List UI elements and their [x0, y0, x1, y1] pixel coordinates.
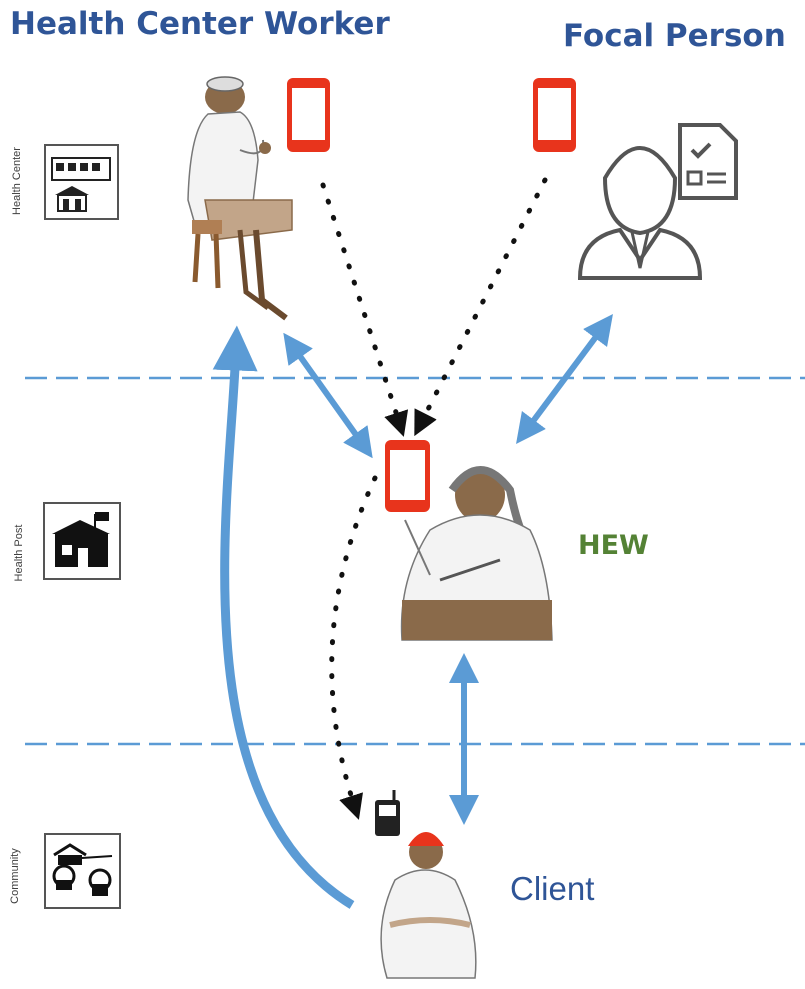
health-center-building-icon [44, 144, 119, 220]
level-label-health-post: Health Post [13, 524, 25, 582]
focal-person-icon [577, 146, 703, 280]
focal-person-title: Focal Person [563, 18, 786, 54]
smartphone-icon [533, 78, 576, 152]
health-post-building-icon [43, 502, 121, 580]
arrow-hcw-hew [283, 332, 373, 459]
hew-title: HEW [578, 530, 649, 561]
health-center-worker-figure [187, 76, 293, 321]
health-center-worker-title: Health Center Worker [10, 6, 390, 42]
arrow-fp-hew [516, 313, 613, 445]
document-checklist-icon [678, 123, 738, 200]
feature-phone-icon [375, 790, 400, 836]
level-label-community: Community [9, 848, 21, 904]
smartphone-icon [385, 440, 430, 512]
client-title: Client [510, 870, 595, 907]
hew-figure [400, 466, 553, 641]
data-flow-fp-to-hew [414, 177, 548, 437]
smartphone-icon [287, 78, 330, 152]
data-flow-hew-to-fp [550, 158, 556, 170]
level-label-health-center: Health Center [11, 147, 23, 215]
data-flow-hcw-to-hew [320, 182, 409, 437]
arrow-client-to-hcw [212, 325, 355, 909]
community-houses-icon [44, 833, 121, 909]
data-flow-hew-to-client [329, 475, 378, 820]
client-figure [380, 832, 477, 979]
